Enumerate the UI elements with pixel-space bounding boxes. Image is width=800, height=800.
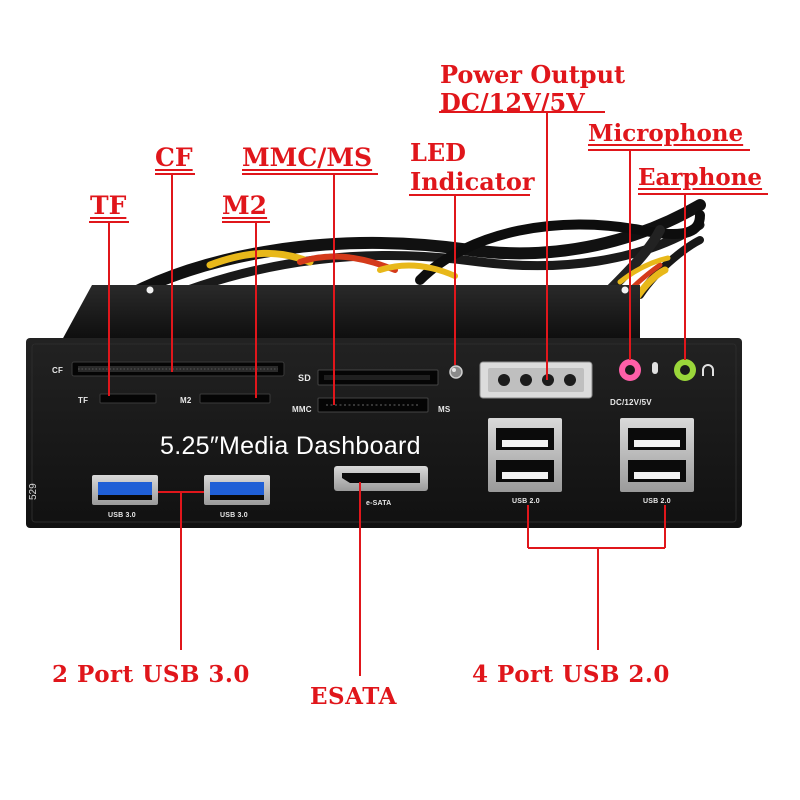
panel-label-sd: SD <box>298 373 311 383</box>
callout-tf: TF <box>90 191 127 220</box>
m2-slot <box>199 393 271 404</box>
callout-esata: ESATA <box>310 683 397 710</box>
usb2-stack-a <box>488 418 562 492</box>
callout-usb3: 2 Port USB 3.0 <box>52 661 250 688</box>
panel-label-usb3-a: USB 3.0 <box>108 512 136 519</box>
tf-slot <box>99 393 157 404</box>
panel-label-usb3-b: USB 3.0 <box>220 512 248 519</box>
callout-earphone: Earphone <box>638 164 763 191</box>
usb3-port-b <box>204 475 270 505</box>
panel-model-number: 529 <box>28 483 39 500</box>
panel-label-tf: TF <box>78 396 89 405</box>
panel-label-usb2-a: USB 2.0 <box>512 498 540 505</box>
panel-label-cf: CF <box>52 366 64 375</box>
callout-usb2: 4 Port USB 2.0 <box>472 661 670 688</box>
callout-m2: M2 <box>222 191 268 220</box>
callout-power-line1: Power Output <box>440 60 626 89</box>
callout-cf: CF <box>155 143 193 172</box>
panel-label-usb2-b: USB 2.0 <box>643 498 671 505</box>
bay-top <box>62 285 640 340</box>
panel-label-ms: MS <box>438 405 451 414</box>
callout-mmc-ms: MMC/MS <box>242 143 373 172</box>
callout-microphone: Microphone <box>588 120 744 147</box>
callout-power-line2: DC/12V/5V <box>440 88 585 117</box>
callout-led-line2: Indicator <box>410 167 535 196</box>
panel-label-mmc: MMC <box>292 405 312 414</box>
panel-label-esata: e-SATA <box>366 500 392 507</box>
panel-label-m2: M2 <box>180 396 192 405</box>
led-indicator <box>449 365 463 379</box>
callout-led-line1: LED <box>410 138 466 167</box>
usb2-stack-b <box>620 418 694 492</box>
esata-port <box>334 466 428 491</box>
usb3-port-a <box>92 475 158 505</box>
leader-lines <box>89 111 768 676</box>
panel-title: 5.25″Media Dashboard <box>160 432 421 460</box>
panel-label-dc: DC/12V/5V <box>610 398 652 407</box>
